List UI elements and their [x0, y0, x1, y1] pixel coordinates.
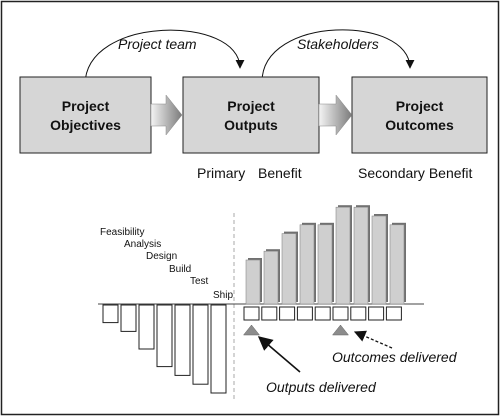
outcomes-delivered-arrow	[353, 330, 393, 349]
benefit-bar	[317, 224, 333, 305]
benefit-bar	[371, 215, 387, 305]
phase-label-design: Design	[146, 251, 177, 262]
milestone-box	[314, 306, 331, 321]
flow-arrow-1	[150, 94, 183, 136]
outputs-line2: Outputs	[224, 117, 278, 133]
milestone-box	[332, 306, 349, 321]
cost-bar	[138, 304, 155, 350]
cost-bar	[192, 304, 209, 385]
benefit-label: Benefit	[258, 165, 302, 181]
cost-bars	[102, 304, 227, 394]
milestone-markers	[242, 324, 350, 336]
benefit-bar	[335, 206, 351, 305]
phase-label-feasibility: Feasibility	[100, 227, 144, 238]
outputs-box: Project Outputs	[182, 76, 320, 154]
outcomes-delivered-label: Outcomes delivered	[332, 349, 458, 365]
milestone-marker	[331, 324, 350, 336]
phase-label-ship: Ship	[213, 290, 233, 301]
milestone-box	[385, 306, 402, 321]
outcomes-line2: Outcomes	[385, 117, 454, 133]
milestone-box	[279, 306, 296, 321]
milestone-boxes	[243, 306, 402, 321]
secondary-benefit-label: Secondary Benefit	[358, 165, 473, 181]
primary-label: Primary	[197, 165, 245, 181]
benefit-bar	[299, 224, 315, 305]
cost-bar	[174, 304, 191, 376]
outputs-line1: Project	[227, 98, 275, 114]
outcomes-box: Project Outcomes	[351, 76, 488, 154]
objectives-line2: Objectives	[50, 117, 121, 133]
objectives-line1: Project	[62, 98, 110, 114]
stakeholders-label: Stakeholders	[297, 36, 379, 52]
outputs-delivered-arrow	[257, 336, 301, 373]
phase-labels: Feasibility Analysis Design Build Test S…	[100, 227, 233, 301]
phase-label-build: Build	[169, 264, 191, 275]
milestone-box	[296, 306, 313, 321]
benefit-bar	[263, 250, 279, 305]
benefit-bar	[353, 206, 369, 305]
cost-bar	[210, 304, 227, 394]
project-team-label: Project team	[118, 36, 197, 52]
benefit-bars	[245, 205, 406, 305]
stakeholders-arc	[261, 29, 415, 83]
milestone-box	[243, 306, 260, 321]
benefit-bar	[281, 233, 297, 305]
benefit-bar	[245, 259, 261, 305]
phase-label-test: Test	[190, 276, 209, 287]
cost-bar	[102, 304, 119, 324]
milestone-box	[350, 306, 367, 321]
cost-bar	[120, 304, 137, 332]
outcomes-line1: Project	[396, 98, 444, 114]
phase-label-analysis: Analysis	[124, 239, 161, 250]
flow-arrow-2	[318, 94, 353, 136]
outputs-delivered-label: Outputs delivered	[266, 379, 377, 395]
milestone-box	[368, 306, 385, 321]
benefit-bar	[389, 224, 405, 305]
objectives-box: Project Objectives	[19, 76, 152, 154]
cost-bar	[156, 304, 173, 368]
project-team-arc	[84, 29, 245, 86]
milestone-box	[261, 306, 278, 321]
milestone-marker	[242, 324, 261, 336]
